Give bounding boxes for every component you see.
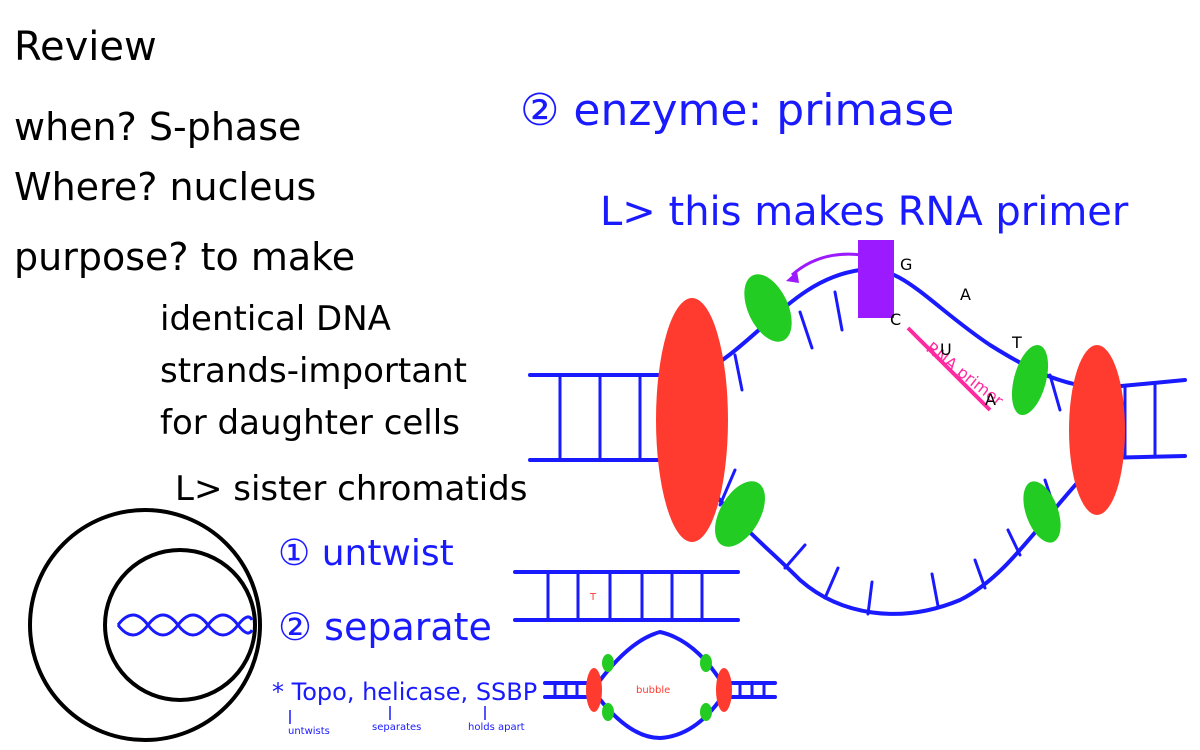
nucleus <box>103 548 257 702</box>
base-letter: G <box>900 255 912 274</box>
notes-where: Where? nucleus <box>14 165 316 209</box>
large-replication-bubble: RNA primer G A C T U A <box>528 240 1187 616</box>
dna-helix-strand-a <box>116 613 254 637</box>
base-letter: U <box>940 340 952 359</box>
topoisomerase-left <box>656 298 728 542</box>
notes-when: when? S-phase <box>14 105 301 149</box>
bubble-rung <box>783 543 807 570</box>
enzymes-list: * Topo, helicase, SSBP <box>272 678 537 706</box>
base-letter: C <box>890 310 901 329</box>
step-untwist: ① untwist <box>278 533 454 574</box>
small-helicase <box>700 703 712 721</box>
rna-primer-strand <box>906 326 992 412</box>
notes-purpose-line3: strands-important <box>160 351 467 391</box>
bubble-rung <box>733 353 744 392</box>
bubble-rung <box>930 572 940 608</box>
bubble-rung <box>973 558 987 590</box>
cell-diagram <box>28 508 262 742</box>
bubble-label: bubble <box>636 685 670 696</box>
small-topoisomerase-left <box>586 668 602 712</box>
cell-membrane <box>28 508 262 742</box>
small-replication-bubble: bubble <box>543 629 777 741</box>
review-notes: Review when? S-phase Where? nucleus purp… <box>14 24 527 509</box>
primase-section: ② enzyme: primase L> this makes RNA prim… <box>520 85 1129 235</box>
bubble-rung <box>798 310 814 350</box>
bubble-rung <box>866 580 874 616</box>
helicase-bottom-left <box>715 481 765 547</box>
primase-heading: ② enzyme: primase <box>520 85 954 136</box>
primase-arrowhead <box>786 271 799 283</box>
base-letter: T <box>1011 333 1022 352</box>
small-helicase <box>602 703 614 721</box>
notes-purpose-line2: identical DNA <box>160 299 391 339</box>
ssbp-note: holds apart <box>468 722 525 733</box>
bubble-rung <box>833 290 844 332</box>
bubble-rung <box>1006 528 1022 557</box>
small-helicase <box>700 654 712 672</box>
small-topoisomerase-right <box>716 668 732 712</box>
primase-enzyme <box>858 240 894 318</box>
dna-helix-strand-b <box>116 613 254 637</box>
notes-sister-chromatids: L> sister chromatids <box>175 469 527 509</box>
notes-title: Review <box>14 24 157 70</box>
topo-note: untwists <box>288 726 330 737</box>
small-dna-ladder: T <box>513 570 740 622</box>
notes-purpose-line4: for daughter cells <box>160 403 460 443</box>
helicase-note: separates <box>372 722 421 733</box>
step-separate: ② separate <box>278 605 492 649</box>
ladder-rung-label: T <box>589 592 597 603</box>
helicase-top-left <box>744 274 792 342</box>
topoisomerase-right <box>1069 345 1125 515</box>
base-letter: A <box>960 285 971 304</box>
primase-arrow <box>791 252 863 277</box>
bubble-rung <box>823 566 840 600</box>
replication-steps: ① untwist ② separate * Topo, helicase, S… <box>272 533 537 737</box>
helicase-bottom-right <box>1023 481 1061 543</box>
bubble-rung <box>1048 373 1062 412</box>
bubble-rung <box>718 468 737 507</box>
helicase-top-right <box>1011 344 1049 416</box>
primase-subheading: L> this makes RNA primer <box>600 189 1129 235</box>
base-letter: A <box>985 390 996 409</box>
notes-purpose: purpose? to make <box>14 235 355 279</box>
small-helicase <box>602 654 614 672</box>
